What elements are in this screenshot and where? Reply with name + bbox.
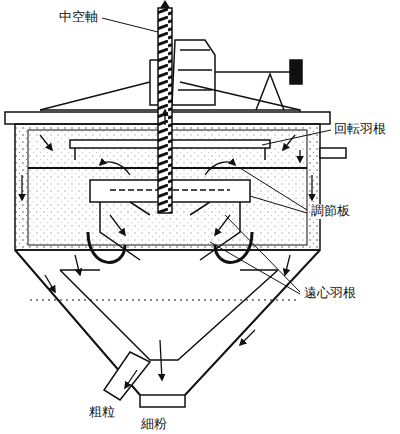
part-label: 中空軸 [58,10,99,25]
part-label: 粗粒 [88,405,116,420]
part-label: 遠心羽根 [303,286,357,301]
part-label: 調節板 [310,204,351,219]
part-label: 細粉 [140,417,168,432]
part-label: 回転羽根 [333,122,387,137]
